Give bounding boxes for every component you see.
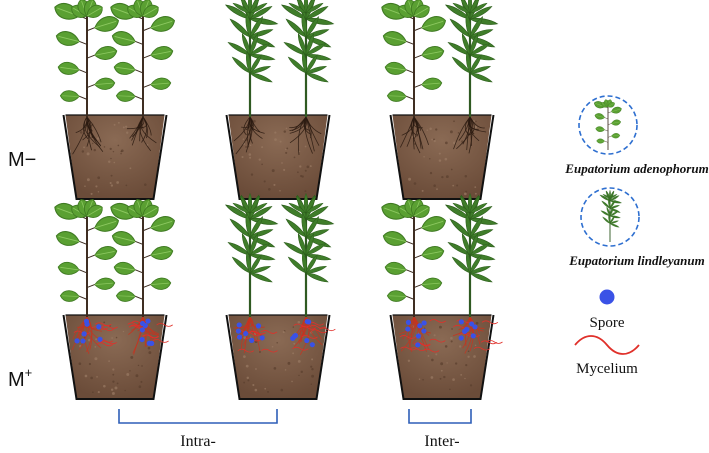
pot-top-2	[224, 0, 335, 200]
spore-dot	[305, 319, 312, 325]
pot-top-1	[51, 0, 178, 200]
spore-dot	[146, 340, 152, 346]
spore-dot	[415, 333, 422, 339]
pot-bottom-3	[378, 193, 503, 400]
plant-lindleyanum	[280, 193, 335, 317]
soil	[65, 115, 165, 199]
spore-dot	[139, 327, 145, 333]
inter-label: Inter-	[424, 433, 459, 450]
plant-adenophorum	[107, 0, 178, 117]
plant-adenophorum	[51, 197, 122, 317]
spore-dot	[96, 324, 102, 330]
spore-dot	[255, 323, 262, 329]
pot-outline	[389, 114, 495, 200]
spore-dot	[405, 319, 412, 325]
plant-adenophorum	[107, 197, 178, 317]
intra-bracket	[118, 409, 278, 424]
pot-bottom-2	[224, 193, 336, 400]
plant-lindleyanum	[444, 0, 499, 117]
legend-spore-label: Spore	[590, 315, 625, 331]
legend: Eupatorium adenophorum Eupatorium lindle…	[564, 95, 709, 377]
spore-dot	[421, 328, 427, 334]
plant-lindleyanum	[599, 189, 622, 242]
spore-dot	[97, 336, 103, 342]
spore-dot	[458, 319, 465, 325]
spore-dot	[470, 333, 476, 339]
plant-adenophorum	[378, 0, 449, 117]
spore-dot	[417, 323, 423, 329]
pot-top-3	[378, 0, 499, 200]
pot-outline	[389, 314, 495, 400]
pot-outline	[225, 114, 331, 200]
spore-dot	[236, 322, 242, 328]
spore-dot	[249, 337, 255, 343]
spore-dot	[472, 324, 478, 330]
spore-dot	[462, 328, 468, 335]
intra-label: Intra-	[180, 433, 216, 450]
spore-dot	[309, 342, 315, 348]
plant-adenophorum	[51, 0, 122, 117]
spore-dot	[469, 321, 475, 327]
mycelium-icon	[574, 335, 640, 355]
spore-dot	[139, 320, 146, 327]
legend-species1-label: Eupatorium adenophorum	[564, 161, 708, 176]
legend-mycelium-label: Mycelium	[576, 361, 638, 377]
spore-dot	[458, 335, 464, 341]
spore-dot	[83, 318, 90, 324]
row-label-mycorrhiza-free: M−	[8, 149, 36, 171]
spore-dot	[415, 342, 421, 348]
spore-dot	[74, 338, 80, 344]
spore-dot	[235, 328, 242, 334]
spore-dot	[81, 331, 87, 337]
pot-outline	[62, 314, 168, 400]
spore-dot	[291, 333, 298, 339]
soil	[228, 115, 328, 199]
plant-adenophorum	[378, 197, 449, 317]
spore-dot	[139, 336, 145, 343]
inter-bracket	[408, 409, 472, 424]
spore-icon	[599, 289, 615, 305]
legend-species2-icon	[580, 187, 640, 247]
plant-lindleyanum	[224, 193, 279, 317]
pot-bottom-1	[51, 197, 178, 400]
spore-dot	[243, 330, 249, 337]
spore-dot	[259, 335, 265, 341]
pot-outline	[62, 114, 168, 200]
spore-dot	[304, 337, 310, 344]
pot-outline	[225, 314, 331, 400]
spore-dot	[236, 334, 243, 340]
pots-layer	[51, 0, 503, 400]
spore-dot	[145, 318, 151, 324]
spore-dot	[80, 338, 86, 344]
plant-lindleyanum	[280, 0, 335, 117]
spore-dot	[405, 326, 411, 332]
plant-lindleyanum	[444, 193, 499, 317]
plant-adenophorum	[592, 98, 623, 150]
legend-species1-icon	[578, 95, 638, 155]
row-label-mycorrhiza-inoculated: M+	[8, 365, 32, 391]
legend-species2-label: Eupatorium lindleyanum	[568, 253, 704, 268]
plant-lindleyanum	[224, 0, 279, 117]
spore-dot	[421, 320, 427, 326]
